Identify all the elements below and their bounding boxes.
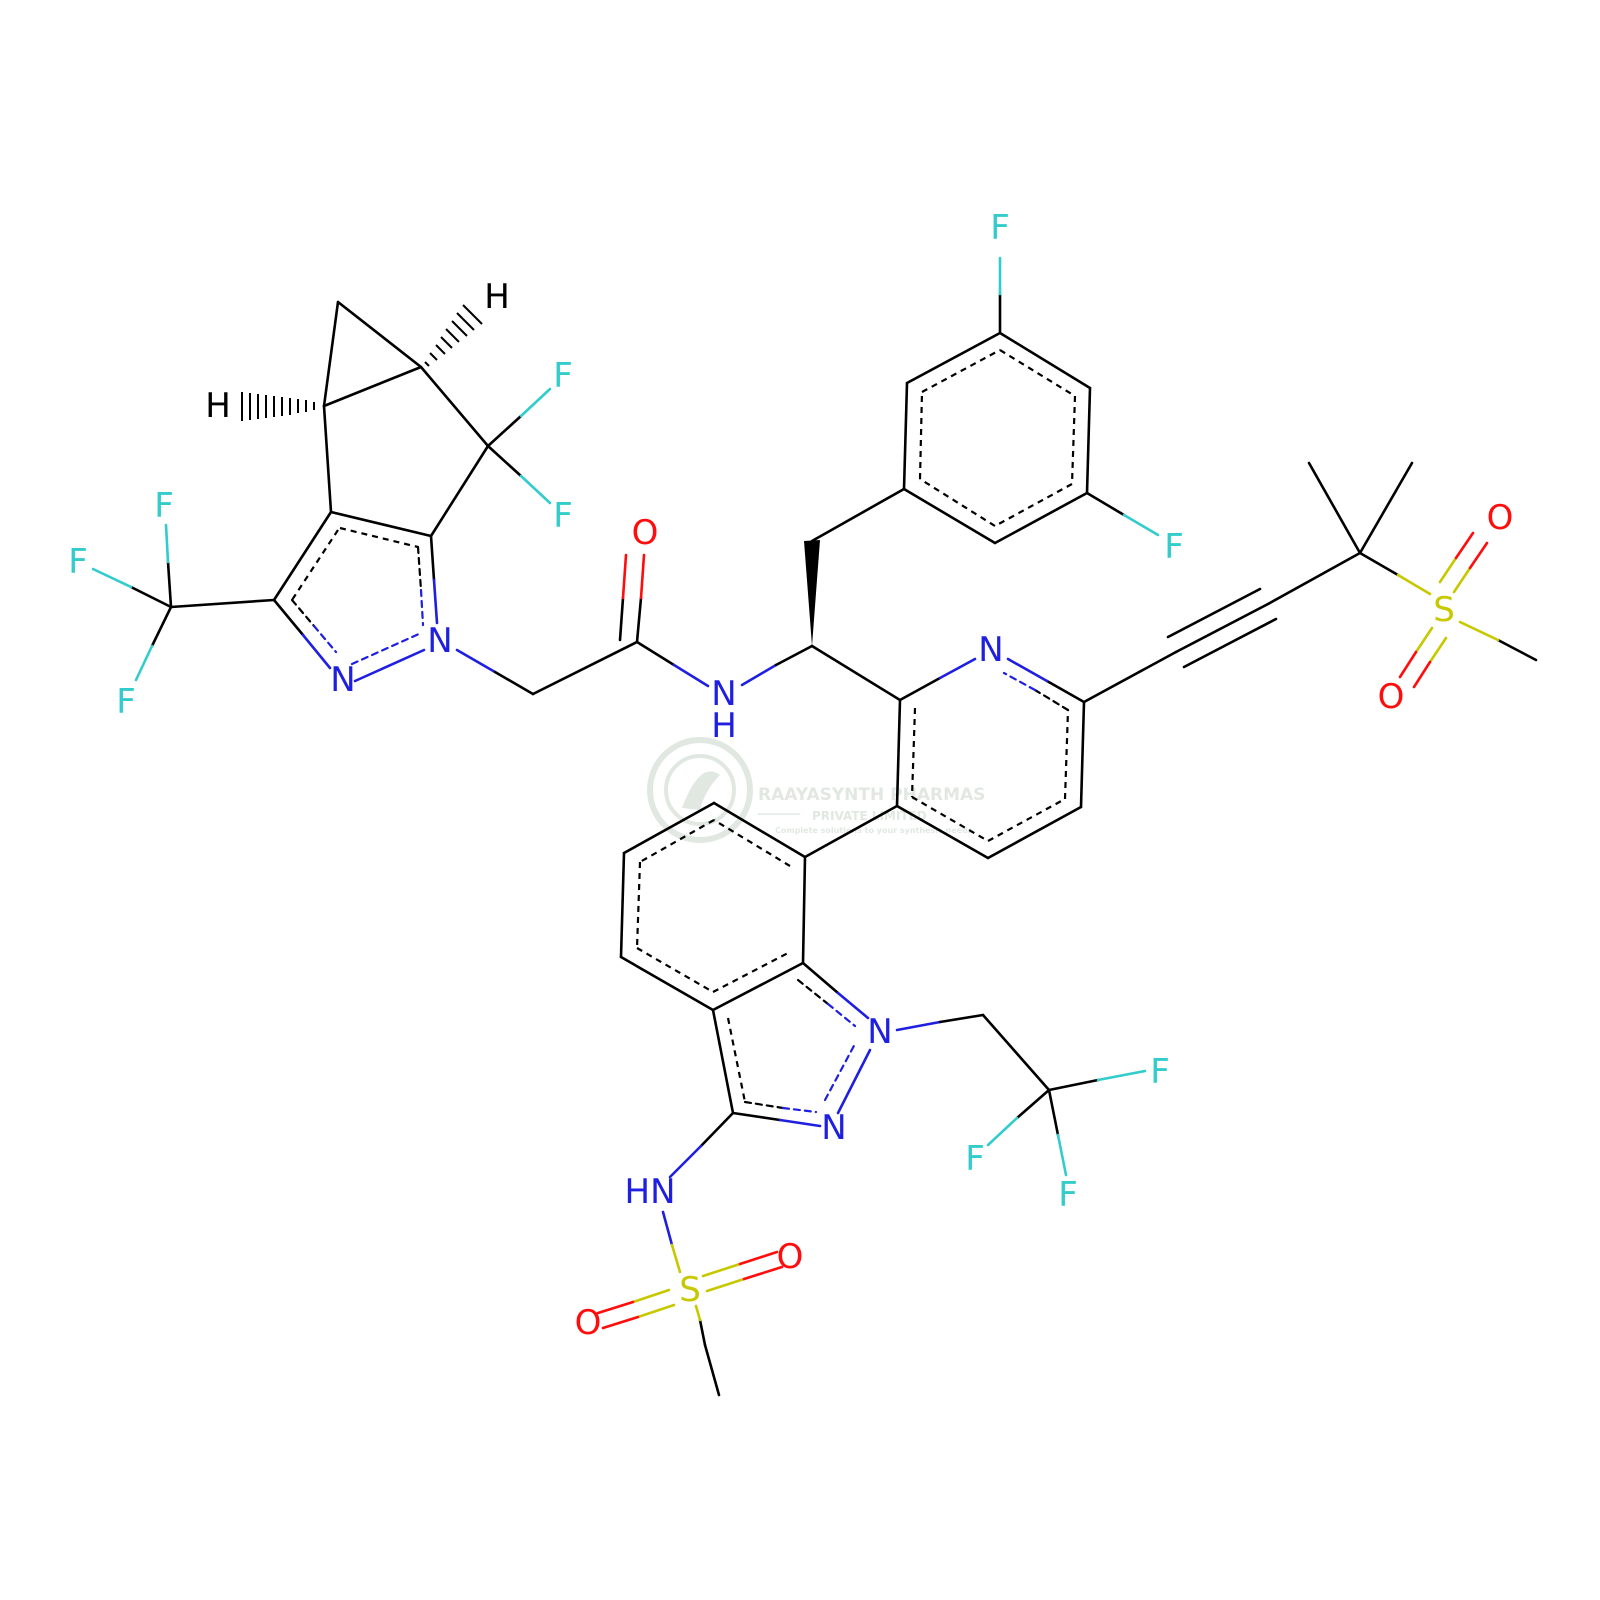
atom-h-left: H xyxy=(205,386,231,426)
atom-o-sulfone-upper: O xyxy=(1487,498,1514,538)
watermark-title: RAAYASYNTH PHARMAS xyxy=(758,785,985,805)
atom-f-cf3b-right: F xyxy=(1150,1052,1170,1092)
atom-f-cf3-left: F xyxy=(68,542,88,582)
hashed-bonds xyxy=(241,304,483,421)
atom-f-phenyl-top: F xyxy=(990,208,1010,248)
colored-bonds xyxy=(91,256,1500,1347)
atom-f-ring-upper: F xyxy=(553,356,573,396)
atom-o-sulfonamide-left: O xyxy=(575,1303,602,1343)
atom-s-sulfone-upper: S xyxy=(1433,590,1455,630)
atom-n-pyridine: N xyxy=(978,630,1003,670)
atom-f-cf3b-left: F xyxy=(965,1139,985,1179)
atom-n-pyrazole-1: N xyxy=(427,621,452,661)
atom-n-indazole-1: N xyxy=(867,1012,892,1052)
atom-n-amide: N xyxy=(711,674,736,714)
atom-n-pyrazole-2: N xyxy=(330,660,355,700)
atom-f-ring-lower: F xyxy=(553,496,573,536)
bonds xyxy=(169,300,1538,1397)
atom-o-sulfone-lower: O xyxy=(1378,677,1405,717)
atom-o-amide: O xyxy=(632,513,659,553)
watermark-tagline: Complete solutions to your synthesis nee… xyxy=(775,826,973,835)
watermark-emblem xyxy=(647,737,753,843)
atom-h-top: H xyxy=(484,277,510,317)
wedge-bond xyxy=(804,540,820,646)
atom-f-phenyl-right: F xyxy=(1164,527,1184,567)
atom-f-cf3-bottom: F xyxy=(116,682,136,722)
atom-labels: H H F F F F F N N O N H F F N O S O N N … xyxy=(68,208,1513,1343)
watermark-logo: RAAYASYNTH PHARMAS PRIVATE LIMITED Compl… xyxy=(647,737,985,843)
atom-o-sulfonamide-right: O xyxy=(777,1237,804,1277)
atom-f-cf3-top: F xyxy=(154,486,174,526)
atom-f-cf3b-bottom: F xyxy=(1058,1175,1078,1215)
atom-s-sulfonamide: S xyxy=(679,1270,701,1310)
atom-h-amide: H xyxy=(711,706,737,746)
atom-n-indazole-2: N xyxy=(821,1108,846,1148)
watermark-subtitle: PRIVATE LIMITED xyxy=(812,809,927,823)
atom-nh-sulfonamide: HN xyxy=(625,1172,676,1212)
